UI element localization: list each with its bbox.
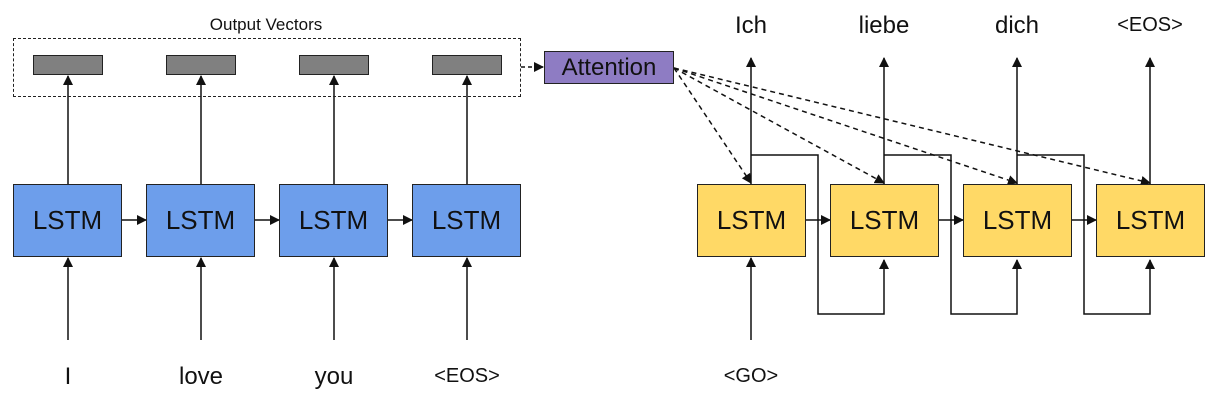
- output-vectors-group: [13, 38, 521, 97]
- encoder-lstm-cell: LSTM: [13, 184, 122, 257]
- decoder-lstm-cell: LSTM: [697, 184, 806, 257]
- decoder-output-word: dich: [994, 12, 1040, 39]
- decoder-output-word: liebe: [858, 12, 910, 39]
- decoder-input-word: <GO>: [723, 365, 779, 387]
- attention-arrow: [673, 67, 885, 184]
- decoder-lstm-cell: LSTM: [963, 184, 1072, 257]
- decoder-lstm-cell: LSTM: [830, 184, 939, 257]
- decoder-feedback-path: [1017, 154, 1155, 315]
- attention-arrow: [673, 67, 1151, 186]
- encoder-input-word: <EOS>: [434, 365, 500, 387]
- attention-box: Attention: [544, 51, 674, 84]
- output-vector: [33, 55, 103, 75]
- output-vector: [299, 55, 369, 75]
- encoder-lstm-cell: LSTM: [412, 184, 521, 257]
- decoder-feedback-path: [884, 154, 1022, 315]
- encoder-input-word: love: [178, 363, 224, 390]
- decoder-feedback-path: [751, 154, 889, 315]
- encoder-input-word: you: [314, 363, 354, 390]
- output-vector: [432, 55, 502, 75]
- decoder-lstm-cell: LSTM: [1096, 184, 1205, 257]
- encoder-input-word: I: [64, 363, 72, 390]
- encoder-lstm-cell: LSTM: [279, 184, 388, 257]
- decoder-output-word: Ich: [734, 12, 767, 39]
- encoder-lstm-cell: LSTM: [146, 184, 255, 257]
- output-vectors-label: Output Vectors: [209, 15, 323, 34]
- attention-arrow: [673, 67, 752, 184]
- attention-arrow: [673, 67, 1018, 185]
- decoder-output-word: <EOS>: [1117, 14, 1183, 36]
- output-vector: [166, 55, 236, 75]
